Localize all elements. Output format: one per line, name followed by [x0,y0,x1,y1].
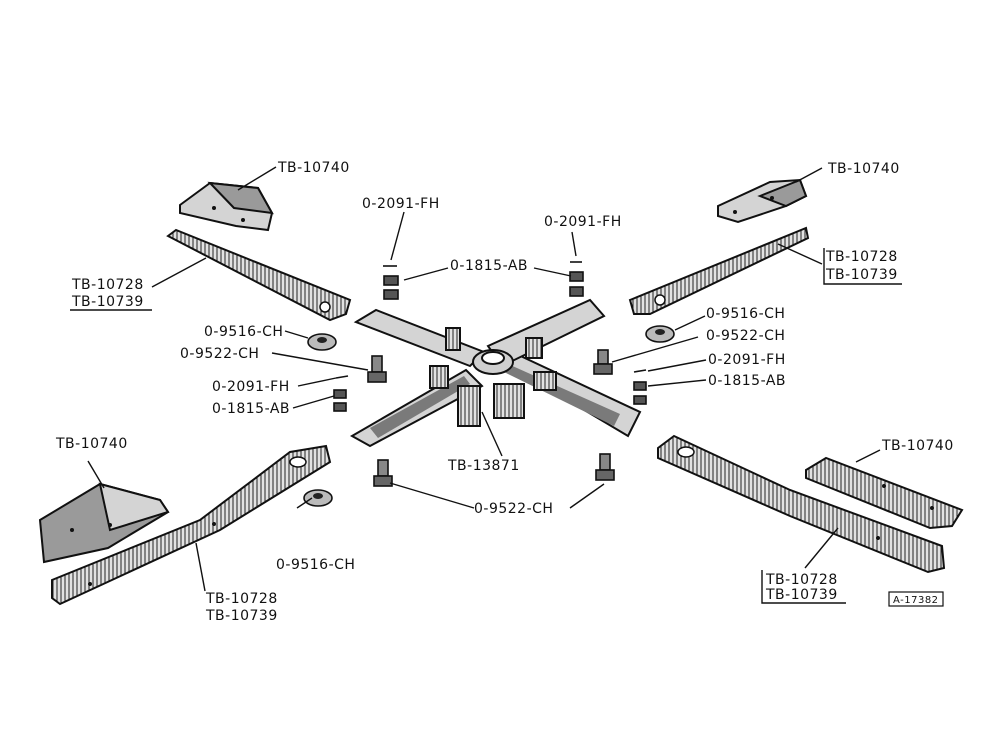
blade-upper-left [166,228,352,322]
label-tb10739-lower-right: TB-10739 [765,587,838,603]
label-tb10739-lower-left: TB-10739 [205,608,278,624]
label-0-1815-ab-right: 0-1815-AB [708,373,786,389]
spider-assembly [349,298,642,448]
castle-nut-top-right [569,271,584,297]
nut-right [633,381,647,405]
label-tb10728-lower-right: TB-10728 [765,572,838,588]
mounting-plate-lower-left [38,482,170,564]
cotter-pin-left [335,375,349,379]
label-tb10728-upper-left: TB-10728 [71,277,144,293]
label-tb10740-upper-right: TB-10740 [827,161,900,177]
bolt-right [593,349,613,375]
bolt-bottom-right [595,453,615,481]
label-0-2091-fh-top-right: 0-2091-FH [544,214,622,230]
cup-washer-bottom [303,489,333,507]
label-0-2091-fh-left: 0-2091-FH [212,379,290,395]
blade-upper-right [628,226,810,315]
label-tb10740-lower-left: TB-10740 [55,436,128,452]
label-tb10739-upper-left: TB-10739 [71,294,144,310]
label-tb10739-upper-right: TB-10739 [825,267,898,283]
castle-nut-top-left [383,275,399,300]
nut-left [333,389,347,412]
label-0-1815-ab-top: 0-1815-AB [450,258,528,274]
blade-lower-left [51,444,332,606]
reference-code-box [888,591,944,607]
label-tb10728-upper-right: TB-10728 [825,249,898,265]
mounting-plate-lower-right [805,456,964,530]
label-0-9522-ch-right: 0-9522-CH [706,328,785,344]
cup-washer-right [645,325,675,343]
label-0-9516-ch-right: 0-9516-CH [706,306,785,322]
bolt-left [367,355,387,383]
label-tb10728-lower-left: TB-10728 [205,591,278,607]
label-0-9516-ch-bottom: 0-9516-CH [276,557,355,573]
label-tb-13871: TB-13871 [447,458,520,474]
bolt-bottom-left [373,459,393,487]
label-0-9522-ch-left: 0-9522-CH [180,346,259,362]
label-0-9516-ch-left: 0-9516-CH [204,324,283,340]
label-0-1815-ab-left: 0-1815-AB [212,401,290,417]
reference-code: A-17382 [893,595,939,606]
mounting-plate-upper-right [717,178,808,224]
label-0-9522-ch-bottom: 0-9522-CH [474,501,553,517]
label-tb10740-upper-left: TB-10740 [277,160,350,176]
label-tb10740-lower-right: TB-10740 [881,438,954,454]
label-0-2091-fh-right: 0-2091-FH [708,352,786,368]
cotter-pin-right [633,369,647,373]
label-0-2091-fh-top-left: 0-2091-FH [362,196,440,212]
cup-washer-left [307,333,337,351]
mounting-plate-upper-left [179,181,274,232]
blade-lower-right [657,434,946,574]
